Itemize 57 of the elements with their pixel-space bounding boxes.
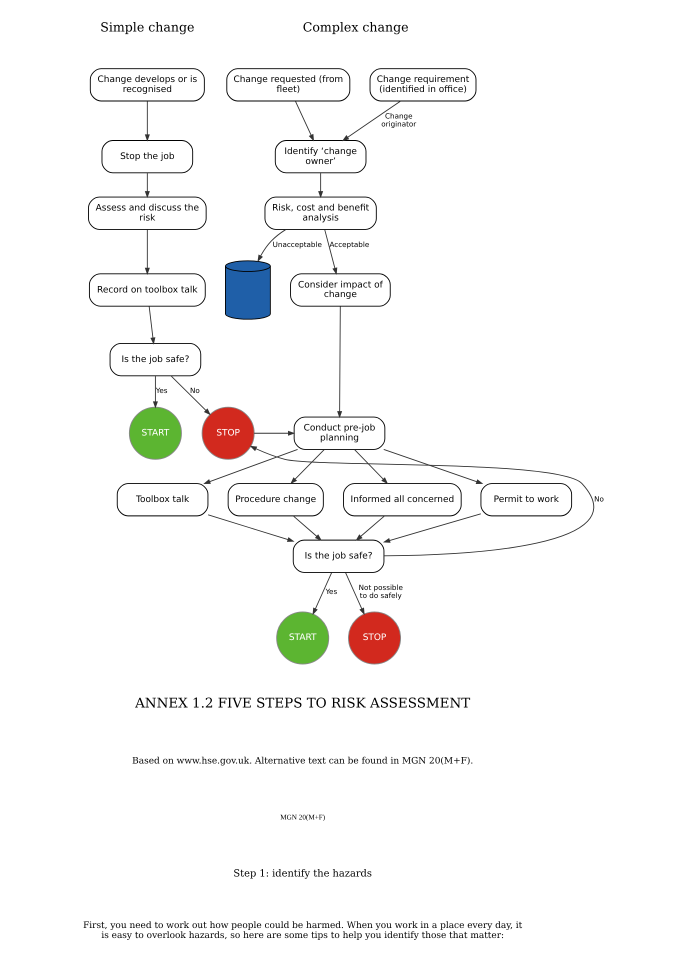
arrow bbox=[341, 100, 400, 142]
edge-label: Yes bbox=[155, 386, 167, 396]
arrow bbox=[249, 446, 594, 556]
arrow bbox=[382, 513, 481, 543]
arrow bbox=[144, 172, 150, 198]
arrow bbox=[290, 449, 324, 484]
arrow bbox=[144, 229, 150, 275]
node-box: Assess and discuss the risk bbox=[88, 196, 206, 230]
node-box: Permit to work bbox=[480, 483, 572, 516]
edge-label: Not possible to do safely bbox=[358, 582, 402, 600]
node-box: Informed all concerned bbox=[342, 483, 462, 516]
node-box: Change develops or is recognised bbox=[89, 68, 204, 102]
arrow bbox=[344, 572, 364, 616]
arrow bbox=[152, 376, 158, 409]
arrow bbox=[294, 100, 314, 142]
node-box: Stop the job bbox=[101, 140, 193, 174]
arrow bbox=[253, 430, 295, 436]
arrow bbox=[170, 376, 210, 416]
label: Based on www.hse.gov.uk. Alternative text can be found in MGN 20(M+F). bbox=[132, 756, 473, 766]
node-box: Is the job safe? bbox=[109, 343, 201, 376]
label: First, you need to work out how people could be harmed. When you work in a place every day, it is easy to overlook hazards, so here are some tips to help you identify those that matter: bbox=[82, 921, 522, 941]
arrow bbox=[256, 229, 286, 262]
arrow bbox=[382, 449, 483, 484]
edge-label: No bbox=[190, 386, 200, 396]
node-box: Conduct pre-job planning bbox=[293, 416, 385, 450]
label: Complex change bbox=[302, 20, 408, 35]
arrow bbox=[207, 514, 294, 542]
arrow bbox=[353, 449, 388, 484]
arrow bbox=[312, 572, 332, 616]
label: Step 1: identify the hazards bbox=[232, 868, 372, 880]
edge-label: Unacceptable bbox=[272, 240, 322, 249]
node-circle: STOP bbox=[348, 612, 401, 664]
edge-label: Yes bbox=[325, 586, 337, 596]
label: Simple change bbox=[100, 20, 194, 35]
label: ANNEX 1.2 FIVE STEPS TO RISK ASSESSMENT bbox=[134, 696, 470, 712]
node-box: Consider impact of change bbox=[290, 273, 390, 307]
arrow bbox=[355, 516, 384, 541]
edge-label: No bbox=[594, 494, 604, 504]
node-box: Procedure change bbox=[227, 483, 324, 516]
node-box: Record on toolbox talk bbox=[88, 273, 206, 307]
node-box: Is the job safe? bbox=[292, 540, 384, 573]
node-box: Risk, cost and benefit analysis bbox=[264, 196, 376, 230]
node-box: Toolbox talk bbox=[116, 483, 208, 516]
node-box: Identify ‘change owner’ bbox=[274, 140, 366, 174]
edge-label: Change originator bbox=[380, 111, 416, 128]
arrow bbox=[148, 306, 155, 345]
arrow bbox=[324, 229, 337, 275]
arrow bbox=[336, 306, 342, 418]
arrow bbox=[318, 172, 323, 198]
node-box: Change requested (from fleet) bbox=[226, 68, 350, 102]
arrow bbox=[144, 100, 150, 142]
edge-label: Acceptable bbox=[328, 240, 369, 249]
node-circle: START bbox=[276, 612, 329, 664]
arrow bbox=[202, 449, 298, 484]
node-box: Change requirement (identified in office) bbox=[369, 68, 476, 102]
arrow bbox=[292, 516, 322, 541]
node-circle: START bbox=[128, 406, 182, 460]
